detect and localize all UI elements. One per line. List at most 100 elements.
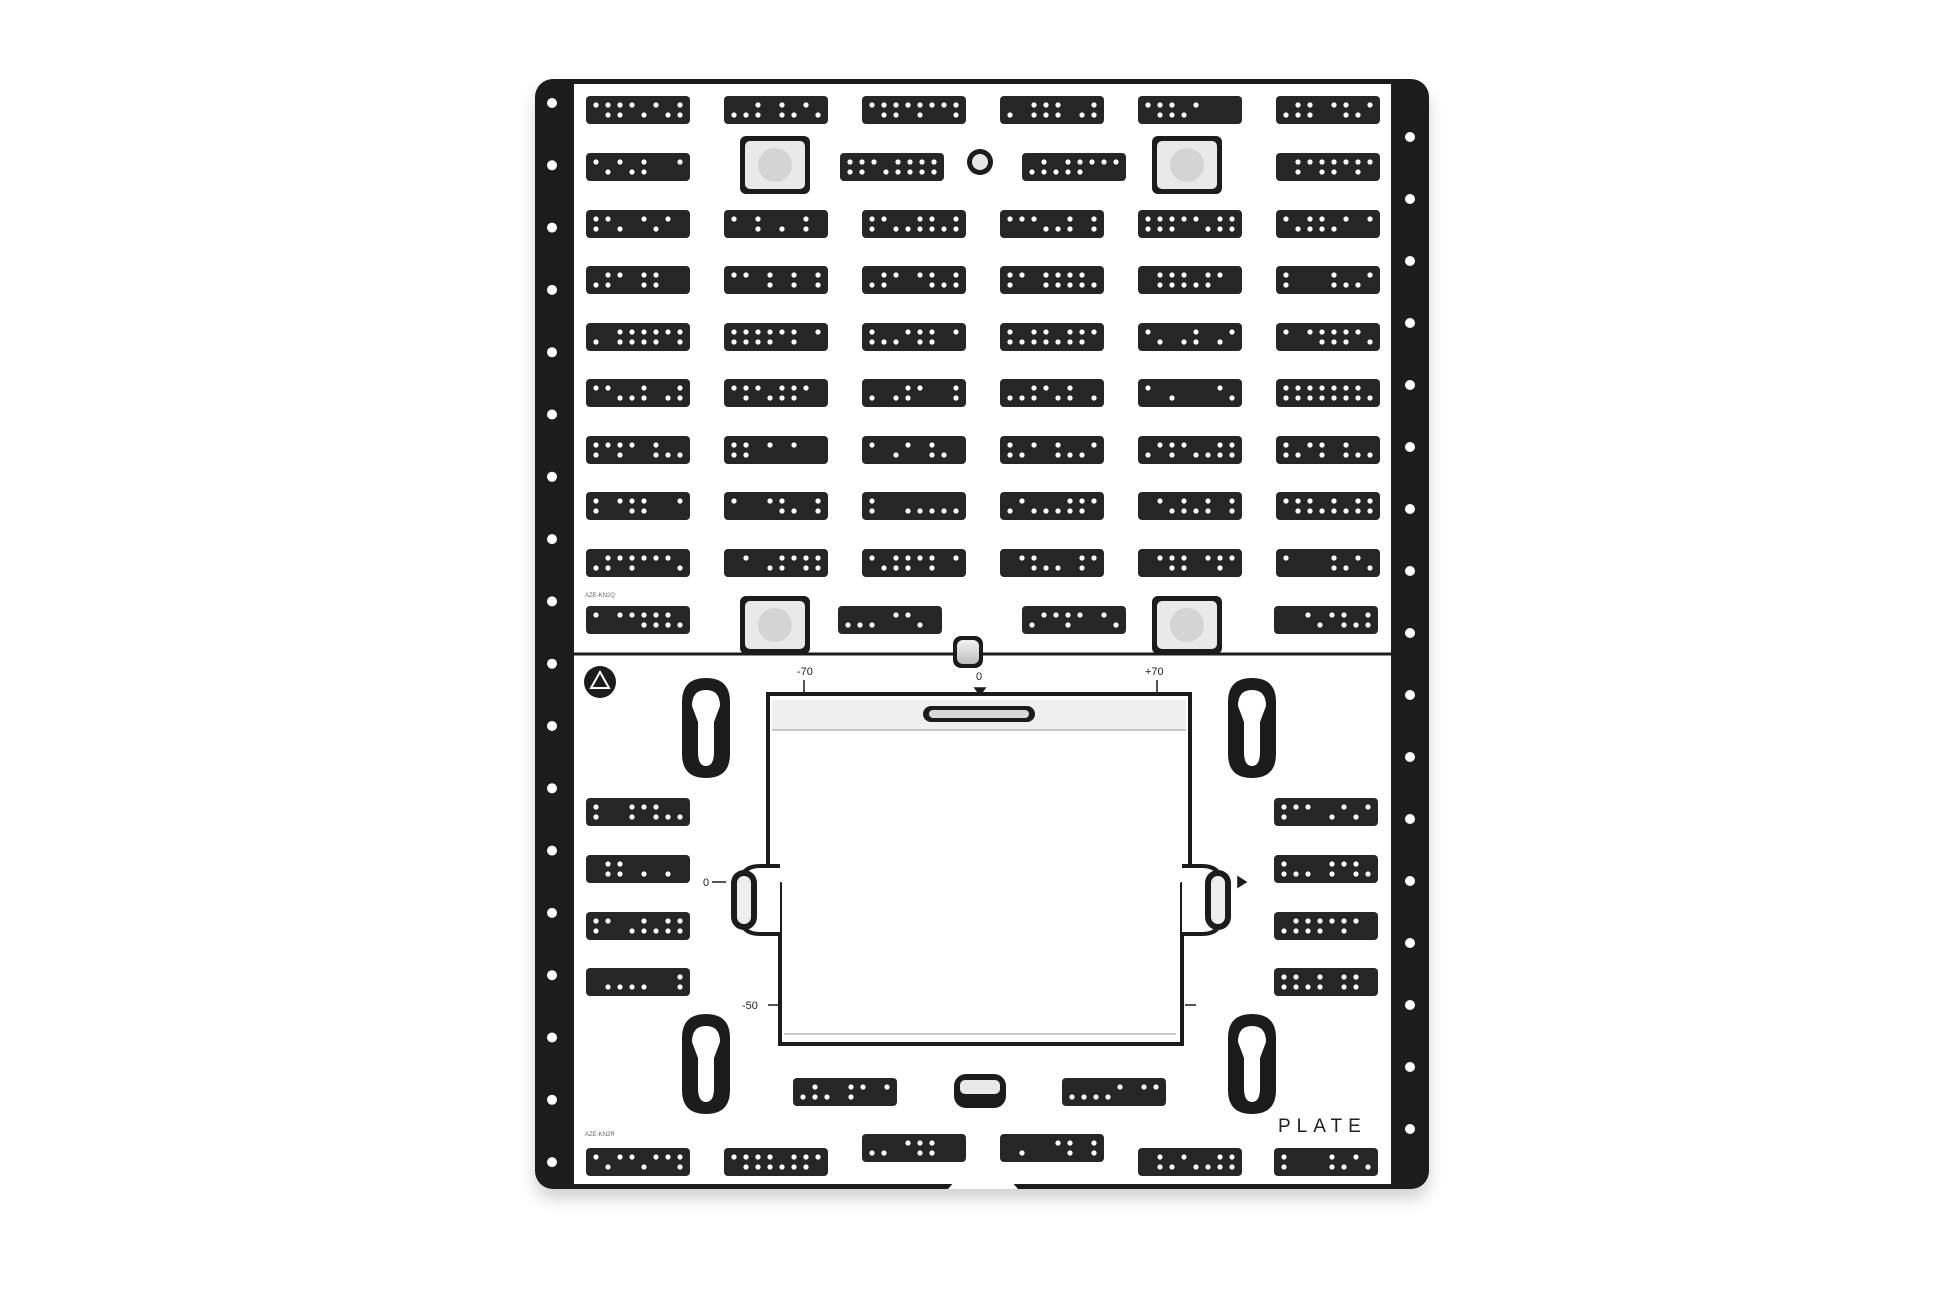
rail-hole [1405, 690, 1415, 700]
rail-hole [547, 658, 557, 669]
rail-hole [547, 1032, 557, 1043]
slot-cutout [1138, 266, 1242, 294]
slot-cutout [586, 492, 690, 520]
slot-cutout [1138, 492, 1242, 520]
slot-cutout [1276, 549, 1380, 577]
rail-hole [1405, 1062, 1415, 1072]
slot-cutout [586, 912, 690, 940]
rail-hole [1405, 938, 1415, 948]
rail-hole [547, 1157, 557, 1168]
slot-cutout [1138, 96, 1242, 124]
rail-hole [1405, 1124, 1415, 1134]
slot-cutout [724, 379, 828, 407]
slot-cutout [1276, 436, 1380, 464]
slot-cutout [1276, 153, 1380, 181]
rail-hole [547, 1094, 557, 1105]
slot-cutout [586, 549, 690, 577]
slot-cutout [1000, 492, 1104, 520]
slot-cutout [1062, 1078, 1166, 1106]
slot-cutout [1000, 266, 1104, 294]
rail-hole [1405, 194, 1415, 204]
part-code-bottom: AZE-KN2R [585, 1132, 615, 1138]
rail-hole [547, 845, 557, 856]
slot-cutout [862, 96, 966, 124]
rail-hole [547, 721, 557, 731]
triangle-icon [584, 666, 616, 698]
rail-hole [1405, 1000, 1415, 1010]
slot-cutout [1274, 798, 1378, 826]
scale-label-left-lower: -50 [742, 1000, 758, 1012]
slot-cutout [724, 96, 828, 124]
rail-hole [547, 783, 557, 794]
slot-cutout [586, 266, 690, 294]
slot-cutout [1276, 379, 1380, 407]
slot-cutout [724, 492, 828, 520]
slot-cutout [586, 436, 690, 464]
slot-cutout [586, 96, 690, 124]
slot-cutout [586, 1148, 690, 1176]
slot-cutout [1138, 436, 1242, 464]
center-tab [953, 636, 983, 668]
rail-hole [547, 409, 557, 420]
slot-cutout [1000, 96, 1104, 124]
slot-cutout [1274, 855, 1378, 883]
slot-cutout [862, 549, 966, 577]
slot-cutout [1276, 266, 1380, 294]
slot-cutout [1276, 323, 1380, 351]
slot-cutout [724, 549, 828, 577]
rail-hole [547, 222, 557, 233]
rail-hole [1405, 814, 1415, 824]
slot-cutout [724, 1148, 828, 1176]
rail-hole [547, 160, 557, 171]
slot-cutout [862, 436, 966, 464]
side-notch-right [1182, 864, 1231, 936]
keyhole-slot [682, 678, 730, 778]
scale-label-left-middle: 0 [703, 877, 709, 889]
slot-cutout [1138, 210, 1242, 238]
slot-cutout [586, 855, 690, 883]
rail-hole [547, 98, 557, 108]
square-mount-holes [740, 136, 1222, 654]
rail-hole [547, 534, 557, 545]
keyhole-cutouts [682, 678, 1276, 1114]
slot-cutout [862, 492, 966, 520]
center-window [766, 692, 1192, 1046]
slot-cutout [1274, 912, 1378, 940]
slot-cutout [1000, 210, 1104, 238]
slot-cutout [1276, 492, 1380, 520]
slot-cutout [862, 210, 966, 238]
rail-hole [1405, 318, 1415, 328]
square-hole [740, 136, 810, 194]
brand-logo: PLATE [1278, 1116, 1367, 1137]
lower-slot-grid [586, 798, 1378, 1176]
slot-cutout [586, 968, 690, 996]
slot-cutout [1274, 1148, 1378, 1176]
slot-cutout [862, 323, 966, 351]
rail-hole [547, 907, 557, 918]
rail-hole [1405, 442, 1415, 452]
slot-cutout [1274, 968, 1378, 996]
slot-cutout [1138, 323, 1242, 351]
slot-cutout [1000, 549, 1104, 577]
slot-cutout [586, 606, 690, 634]
slot-cutout [1276, 210, 1380, 238]
slot-cutout [724, 323, 828, 351]
rail-hole [1405, 876, 1415, 886]
rail-hole [547, 471, 557, 482]
slot-cutout [1138, 549, 1242, 577]
keyhole-slot [1228, 1014, 1276, 1114]
slot-cutout [838, 606, 942, 634]
slot-cutout [586, 798, 690, 826]
slot-cutout [724, 436, 828, 464]
rail-hole [547, 284, 557, 295]
rail-hole [1405, 380, 1415, 390]
slot-cutout [1000, 379, 1104, 407]
slot-cutout [1022, 153, 1126, 181]
bottom-center-slot [954, 1074, 1006, 1108]
rail-hole [1405, 132, 1415, 142]
slot-cutout [1000, 436, 1104, 464]
square-hole [1152, 596, 1222, 654]
scale-label-top-center: 0 [976, 671, 982, 683]
slot-cutout [862, 266, 966, 294]
